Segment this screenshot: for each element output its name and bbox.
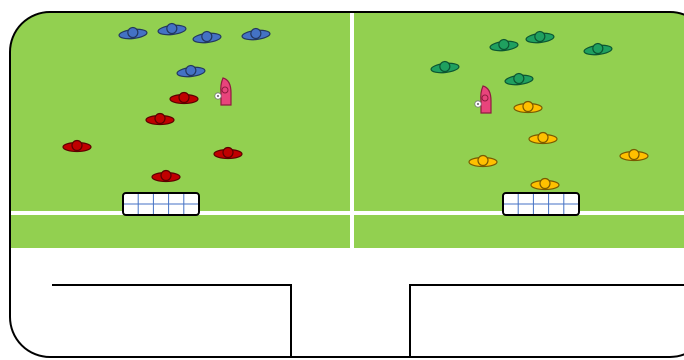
ball-icon bbox=[475, 101, 481, 107]
mini-goal-icon bbox=[123, 193, 199, 215]
ball-icon bbox=[215, 93, 221, 99]
center-divider-line bbox=[350, 0, 354, 248]
mini-goal-icon bbox=[503, 193, 579, 215]
goal-line bbox=[0, 211, 684, 215]
